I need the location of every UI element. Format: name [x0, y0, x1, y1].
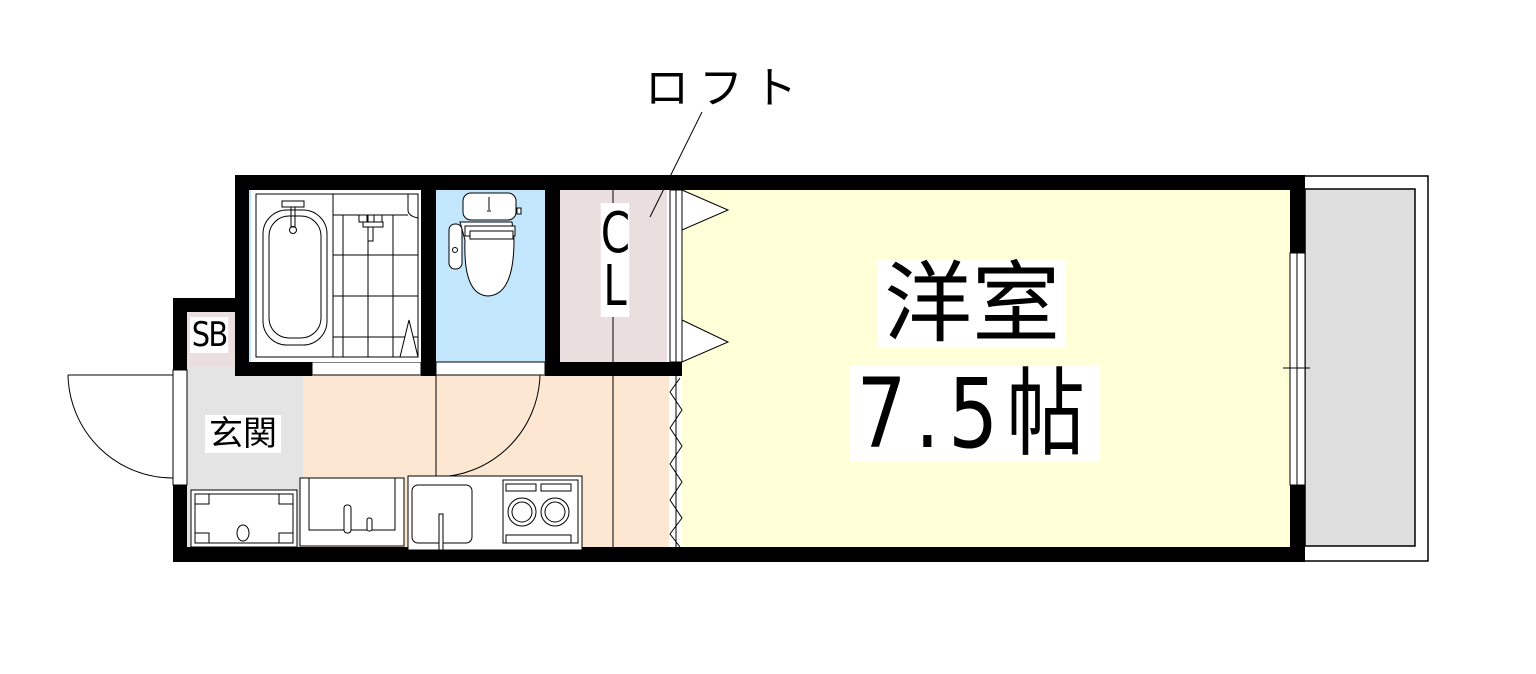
wall-right-upper	[1290, 175, 1305, 253]
closet-label-line2: L	[603, 254, 627, 320]
wall-left-sb	[173, 298, 187, 370]
wall-left-upper	[235, 175, 249, 375]
wall-toilet-closet	[545, 175, 560, 376]
entrance-label: 玄関	[205, 415, 281, 453]
stove-icon	[502, 479, 579, 544]
loft-callout-line	[649, 111, 703, 218]
wall-left-lower	[173, 485, 187, 562]
wall-bottom	[173, 547, 1305, 562]
wall-bath-toilet	[421, 175, 436, 376]
western-room-name: 洋室	[878, 260, 1067, 348]
accordion-zigzag	[669, 377, 683, 548]
wall-sb-top	[173, 298, 249, 312]
loft-callout-label: ロフト	[645, 63, 807, 114]
closet-door-upper	[681, 189, 730, 231]
shower-faucet-icon	[358, 214, 384, 242]
closet-label: C L	[600, 201, 631, 320]
wall-closet-bottom	[545, 362, 682, 376]
wash-basin-icon	[299, 477, 405, 547]
closet-door-lower	[681, 319, 730, 363]
balcony-floor	[1304, 188, 1416, 547]
wall-top	[235, 175, 1305, 190]
wall-right-lower	[1290, 485, 1305, 562]
bath-door-opening	[311, 361, 422, 376]
toilet-door-swing	[435, 374, 541, 478]
entrance-door-swing	[67, 374, 174, 479]
shoe-box-label: SB	[190, 315, 229, 355]
bathroom-unit	[251, 190, 421, 362]
wall-bath-bottom	[235, 362, 312, 376]
bathtub-icon	[262, 200, 328, 346]
shoe-cabinet-icon	[190, 489, 298, 548]
toilet-icon	[448, 192, 522, 297]
toilet-door-opening	[435, 361, 546, 376]
closet-label-line1: C	[600, 201, 631, 266]
western-room-size: 7.5帖	[850, 366, 1100, 462]
entrance-door-frame	[172, 369, 188, 486]
